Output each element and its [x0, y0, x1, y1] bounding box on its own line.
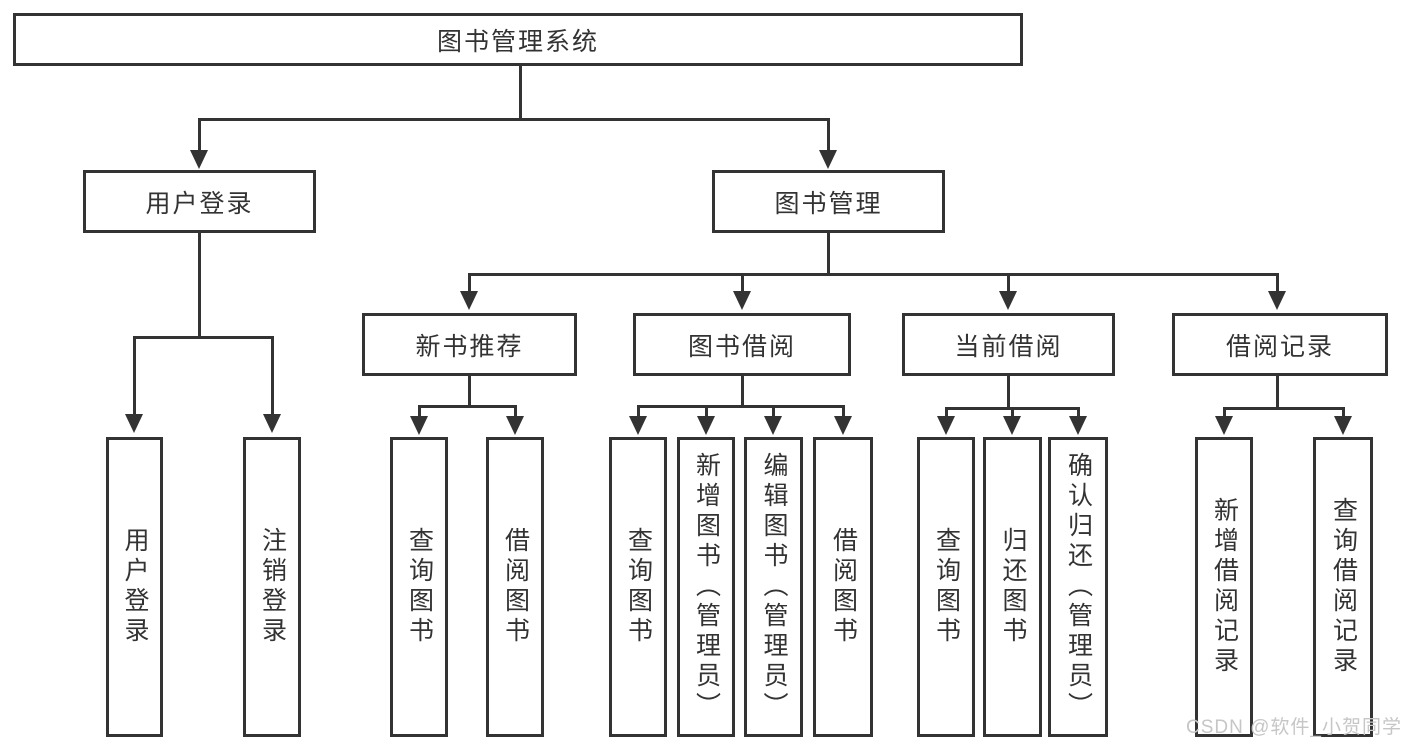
connector-to-current-borrow: [1007, 273, 1010, 293]
arrow-down-icon: [1268, 291, 1286, 310]
connector-root-rail: [198, 118, 830, 121]
node-label: 借阅图书: [829, 527, 858, 647]
leaf-user-login: 用户登录: [106, 437, 163, 737]
node-label: 查询借阅记录: [1329, 497, 1358, 677]
arrow-down-icon: [190, 150, 208, 169]
arrow-down-icon: [506, 416, 524, 435]
connector-leaf-stem: [1077, 407, 1080, 417]
arrow-down-icon: [1069, 416, 1087, 435]
connector-user-login-rail: [133, 336, 274, 339]
leaf-bookborrow-edit-books-admin: 编辑图书（管理员）: [744, 437, 803, 737]
leaf-current-return-books: 归还图书: [983, 437, 1042, 737]
connector-to-book-borrow: [741, 273, 744, 293]
arrow-down-icon: [263, 414, 281, 433]
node-label: 图书管理系统: [436, 27, 599, 56]
connector-borrow-records-rail: [1223, 407, 1345, 410]
connector-borrow-records-stem: [1276, 376, 1279, 407]
node-label: 新书推荐: [415, 332, 524, 361]
leaf-newbook-query-books: 查询图书: [390, 437, 448, 737]
node-label: 当前借阅: [954, 332, 1063, 361]
node-borrow-records: 借阅记录: [1172, 313, 1388, 376]
connector-leaf-stem: [945, 407, 948, 417]
node-label: 查询图书: [405, 527, 434, 647]
connector-current-borrow-stem: [1007, 376, 1010, 407]
node-label: 图书管理: [774, 189, 883, 218]
connector-to-user-login: [198, 118, 201, 152]
connector-leaf-stem: [705, 405, 708, 417]
connector-root-stem: [519, 66, 522, 118]
connector-leaf-stem: [772, 405, 775, 417]
node-label: 编辑图书（管理员）: [760, 452, 788, 722]
node-label: 借阅图书: [501, 527, 530, 647]
connector-leaf-stem: [842, 405, 845, 417]
connector-book-mgmt-rail: [468, 273, 1279, 276]
node-book-management: 图书管理: [712, 170, 945, 233]
leaf-newbook-borrow-books: 借阅图书: [486, 437, 544, 737]
leaf-current-confirm-return-admin: 确认归还（管理员）: [1048, 437, 1108, 737]
connector-to-borrow-records: [1276, 273, 1279, 293]
connector-user-login-stem: [198, 233, 201, 336]
connector-leaf-stem: [514, 405, 517, 417]
connector-to-book-management: [827, 118, 830, 152]
node-label: 用户登录: [145, 189, 254, 218]
connector-leaf-stem: [1342, 407, 1345, 417]
connector-leaf-stem: [1011, 407, 1014, 417]
connector-new-book-rail: [418, 405, 517, 408]
leaf-bookborrow-add-books-admin: 新增图书（管理员）: [677, 437, 735, 737]
node-current-borrow: 当前借阅: [902, 313, 1115, 376]
arrow-down-icon: [999, 291, 1017, 310]
connector-leaf-stem: [418, 405, 421, 417]
arrow-down-icon: [819, 150, 837, 169]
node-label: 图书借阅: [687, 332, 796, 361]
connector-leaf-stem: [1223, 407, 1226, 417]
connector-book-mgmt-stem: [827, 233, 830, 273]
connector-leaf-stem: [637, 405, 640, 417]
node-library-system: 图书管理系统: [13, 13, 1023, 66]
node-label: 确认归还（管理员）: [1064, 452, 1093, 722]
watermark: CSDN @软件_小贺同学: [1186, 717, 1402, 738]
node-label: 借阅记录: [1225, 332, 1334, 361]
node-label: 注销登录: [258, 527, 287, 647]
leaf-records-query-borrow-record: 查询借阅记录: [1313, 437, 1373, 737]
node-user-login: 用户登录: [83, 170, 316, 233]
connector-to-leaf-logout: [271, 336, 274, 416]
connector-book-borrow-stem: [741, 376, 744, 405]
arrow-down-icon: [937, 416, 955, 435]
arrow-down-icon: [629, 416, 647, 435]
node-label: 用户登录: [121, 527, 149, 647]
arrow-down-icon: [697, 416, 715, 435]
arrow-down-icon: [460, 291, 478, 310]
leaf-records-add-borrow-record: 新增借阅记录: [1195, 437, 1253, 737]
leaf-bookborrow-query-books: 查询图书: [609, 437, 667, 737]
leaf-logout: 注销登录: [243, 437, 301, 737]
node-label: 新增借阅记录: [1210, 497, 1239, 677]
connector-to-new-book: [468, 273, 471, 293]
arrow-down-icon: [125, 414, 143, 433]
connector-book-borrow-rail: [637, 405, 845, 408]
connector-to-leaf-user-login: [133, 336, 136, 416]
leaf-bookborrow-borrow-books: 借阅图书: [813, 437, 873, 737]
connector-new-book-stem: [468, 376, 471, 405]
arrow-down-icon: [1003, 416, 1021, 435]
arrow-down-icon: [834, 416, 852, 435]
arrow-down-icon: [764, 416, 782, 435]
arrow-down-icon: [1215, 416, 1233, 435]
arrow-down-icon: [410, 416, 428, 435]
node-new-book-recommend: 新书推荐: [362, 313, 577, 376]
node-label: 查询图书: [932, 527, 961, 647]
node-label: 查询图书: [624, 527, 653, 647]
node-book-borrow: 图书借阅: [633, 313, 851, 376]
node-label: 归还图书: [999, 527, 1027, 647]
leaf-current-query-books: 查询图书: [917, 437, 975, 737]
node-label: 新增图书（管理员）: [692, 452, 721, 722]
arrow-down-icon: [733, 291, 751, 310]
arrow-down-icon: [1334, 416, 1352, 435]
